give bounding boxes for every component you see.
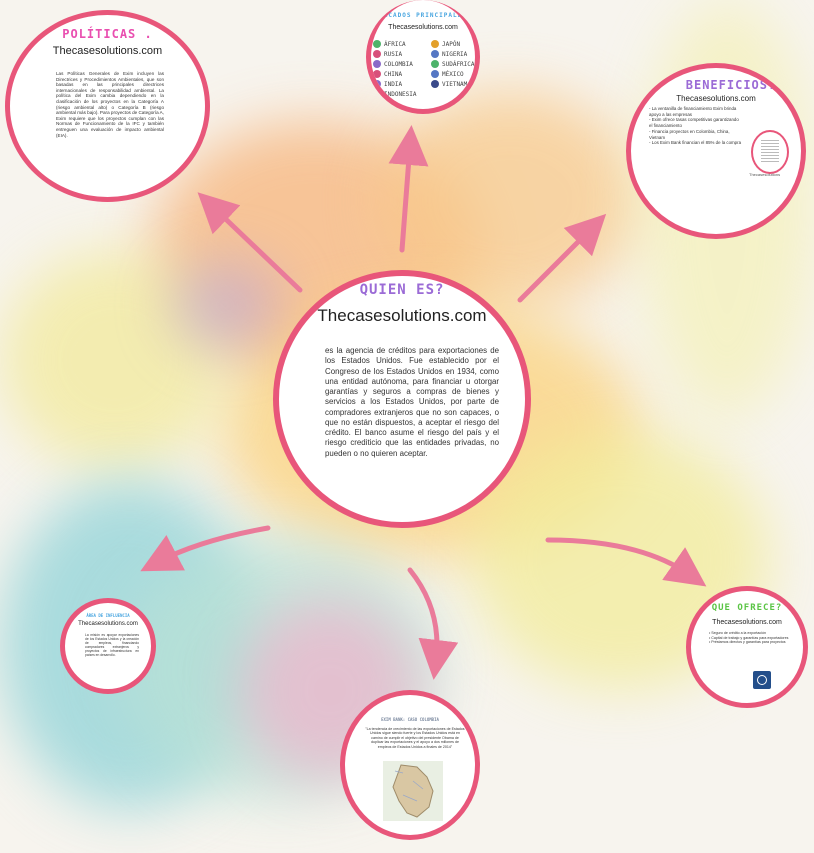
area-circle[interactable]: ÁREA DE INFLUENCIA Thecasesolutions.com …	[60, 598, 156, 694]
area-body: La misión es apoyar exportaciones de los…	[85, 633, 139, 658]
arrow-to-colombia	[407, 567, 459, 680]
center-body: es la agencia de créditos para exportaci…	[325, 346, 499, 458]
market-item: INDONESIA	[373, 90, 425, 98]
market-dot-icon	[431, 70, 439, 78]
market-dot-icon	[373, 50, 381, 58]
colombia-map-image	[383, 761, 443, 821]
beneficios-thumbnail	[751, 130, 789, 174]
markets-list: ÁFRICA JAPÓN RUSIA NIGERIA COLOMBIA SUDÁ…	[373, 40, 475, 98]
market-item: JAPÓN	[431, 40, 475, 48]
bullet: - Financia proyectos en Colombia, China,…	[649, 128, 730, 140]
arrow-to-ofrece	[545, 537, 707, 587]
colombia-body: "La tendencia de crecimiento de las expo…	[365, 727, 465, 749]
market-item: COLOMBIA	[373, 60, 425, 68]
market-dot-icon	[431, 60, 439, 68]
market-item: NIGERIA	[431, 50, 475, 58]
market-dot-icon	[431, 50, 439, 58]
beneficios-circle[interactable]: BENEFICIOS. Thecasesolutions.com - La ve…	[626, 63, 806, 239]
area-title: ÁREA DE INFLUENCIA	[86, 613, 130, 618]
market-dot-icon	[373, 60, 381, 68]
market-dot-icon	[373, 40, 381, 48]
ofrece-bullets: • Seguro de crédito a la exportación • C…	[709, 631, 795, 645]
area-site: Thecasesolutions.com	[78, 621, 138, 627]
arrow-to-politicas	[197, 192, 303, 293]
center-title: QUIEN ES?	[359, 282, 445, 298]
ofrece-site: Thecasesolutions.com	[712, 619, 782, 626]
ofrece-logo-icon	[753, 671, 771, 689]
bullet: • Capital de trabajo y garantías para ex…	[709, 635, 789, 640]
politicas-site: Thecasesolutions.com	[52, 45, 163, 57]
market-item: RUSIA	[373, 50, 425, 58]
beneficios-thumb-caption: Thecasesolutions	[749, 172, 781, 177]
politicas-body: Las Políticas Generales de Exim incluyen…	[56, 71, 165, 138]
bullet: • Seguro de crédito a la exportación	[709, 631, 767, 635]
market-dot-icon	[431, 80, 439, 88]
bullet: - Exim ofrece tasas competitivas garanti…	[649, 117, 739, 129]
colombia-title: EXIM BANK: CASO COLOMBIA	[381, 717, 439, 722]
beneficios-bullets: - La ventanilla de financiamiento Exim b…	[649, 106, 741, 146]
arrow-to-beneficios	[517, 213, 607, 303]
mercados-site: Thecasesolutions.com	[388, 24, 458, 31]
market-dot-icon	[373, 80, 381, 88]
market-dot-icon	[373, 70, 381, 78]
center-circle[interactable]: QUIEN ES? Thecasesolutions.com es la age…	[273, 270, 531, 528]
market-item: ÁFRICA	[373, 40, 425, 48]
ofrece-circle[interactable]: QUE OFRECE? Thecasesolutions.com • Segur…	[686, 586, 808, 708]
bullet: - La ventanilla de financiamiento Exim b…	[649, 106, 737, 117]
arrow-to-mercados	[388, 125, 429, 253]
bullet: • Préstamos directos y garantías para pr…	[709, 640, 786, 645]
market-item: SUDÁFRICA	[431, 60, 475, 68]
mercados-title: MERCADOS PRINCIPALES.	[374, 12, 472, 19]
market-item: VIETNAM	[431, 80, 475, 88]
center-site: Thecasesolutions.com	[317, 306, 487, 325]
colombia-circle[interactable]: EXIM BANK: CASO COLOMBIA "La tendencia d…	[340, 690, 480, 840]
market-item: MÉXICO	[431, 70, 475, 78]
beneficios-title: BENEFICIOS.	[685, 78, 777, 92]
beneficios-site: Thecasesolutions.com	[676, 94, 756, 103]
mercados-circle[interactable]: MERCADOS PRINCIPALES. Thecasesolutions.c…	[366, 0, 480, 114]
politicas-circle[interactable]: POLÍTICAS . Thecasesolutions.com Las Pol…	[5, 10, 210, 202]
market-item: CHINA	[373, 70, 425, 78]
market-dot-icon	[431, 40, 439, 48]
bullet: - Los Exim Bank financian el 85% de la c…	[649, 140, 742, 146]
market-dot-icon	[373, 90, 381, 98]
ofrece-title: QUE OFRECE?	[711, 603, 783, 613]
arrow-to-area	[140, 525, 271, 572]
politicas-title: POLÍTICAS .	[62, 27, 153, 41]
market-item: INDIA	[373, 80, 425, 88]
